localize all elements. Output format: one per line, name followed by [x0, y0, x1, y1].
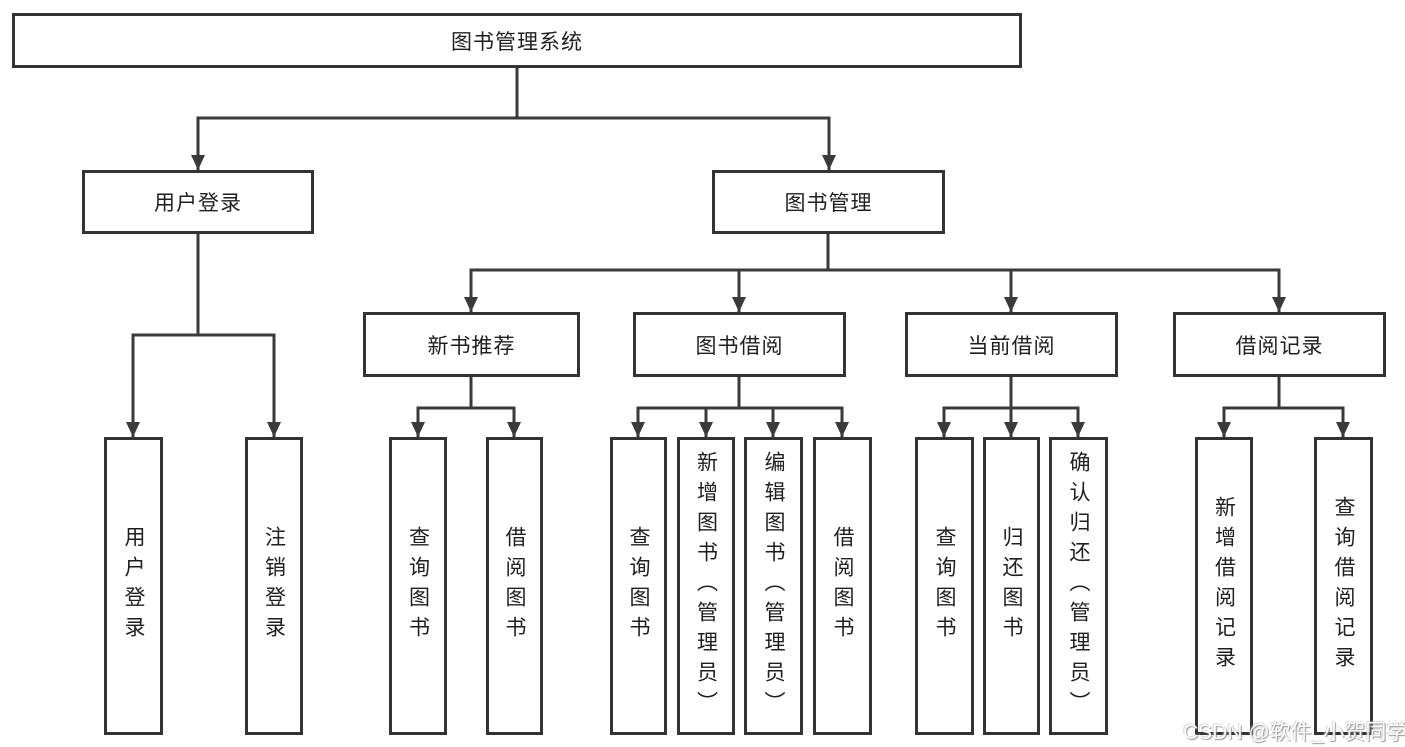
edge-current-borrow-trunk [942, 377, 1080, 410]
leaf-borrow-add-books-label: 新增图书（管理员） [694, 451, 718, 721]
leaf-logout-login: 注销登录 [245, 437, 303, 735]
leaf-current-return-books-label: 归还图书 [1000, 526, 1023, 646]
leaf-borrow-borrow-books: 借阅图书 [813, 437, 872, 735]
edge-root-trunk [196, 68, 831, 120]
leaf-current-query-books: 查询图书 [915, 437, 974, 735]
node-user-login: 用户登录 [82, 170, 314, 234]
node-borrow-records: 借阅记录 [1173, 312, 1386, 377]
leaf-borrow-add-books: 新增图书（管理员） [677, 437, 735, 735]
leaf-logout-login-label: 注销登录 [262, 526, 286, 646]
leaf-current-confirm-return: 确认归还（管理员） [1049, 437, 1108, 735]
node-current-borrow: 当前借阅 [905, 312, 1118, 377]
leaf-records-add-record-label: 新增借阅记录 [1212, 496, 1236, 676]
leaf-records-add-record: 新增借阅记录 [1195, 437, 1253, 735]
leaf-newbook-borrow-books-label: 借阅图书 [503, 526, 526, 646]
node-book-management: 图书管理 [712, 170, 945, 234]
leaf-borrow-edit-books: 编辑图书（管理员） [744, 437, 803, 735]
leaf-newbook-borrow-books: 借阅图书 [486, 437, 543, 735]
leaf-borrow-edit-books-label: 编辑图书（管理员） [762, 451, 785, 721]
leaf-user-login-label: 用户登录 [122, 526, 145, 646]
leaf-borrow-query-books: 查询图书 [610, 437, 667, 735]
leaf-current-confirm-return-label: 确认归还（管理员） [1067, 451, 1090, 721]
leaf-current-query-books-label: 查询图书 [933, 526, 956, 646]
leaf-records-query-record-label: 查询借阅记录 [1332, 496, 1355, 676]
node-book-borrow: 图书借阅 [633, 312, 846, 377]
leaf-current-return-books: 归还图书 [983, 437, 1040, 735]
leaf-newbook-query-books-label: 查询图书 [406, 526, 430, 646]
leaf-newbook-query-books: 查询图书 [389, 437, 447, 735]
edge-borrow-records-trunk [1222, 377, 1345, 410]
edge-user-login-trunk [131, 234, 276, 337]
node-root: 图书管理系统 [12, 13, 1022, 68]
edge-new-book-trunk [416, 377, 516, 410]
edge-book-management-trunk [469, 234, 1281, 272]
node-new-book-recommend: 新书推荐 [363, 312, 580, 377]
leaf-borrow-query-books-label: 查询图书 [627, 526, 650, 646]
leaf-borrow-borrow-books-label: 借阅图书 [831, 526, 854, 646]
leaf-records-query-record: 查询借阅记录 [1314, 437, 1373, 735]
edge-book-borrow-trunk [636, 377, 844, 410]
leaf-user-login: 用户登录 [104, 437, 163, 735]
